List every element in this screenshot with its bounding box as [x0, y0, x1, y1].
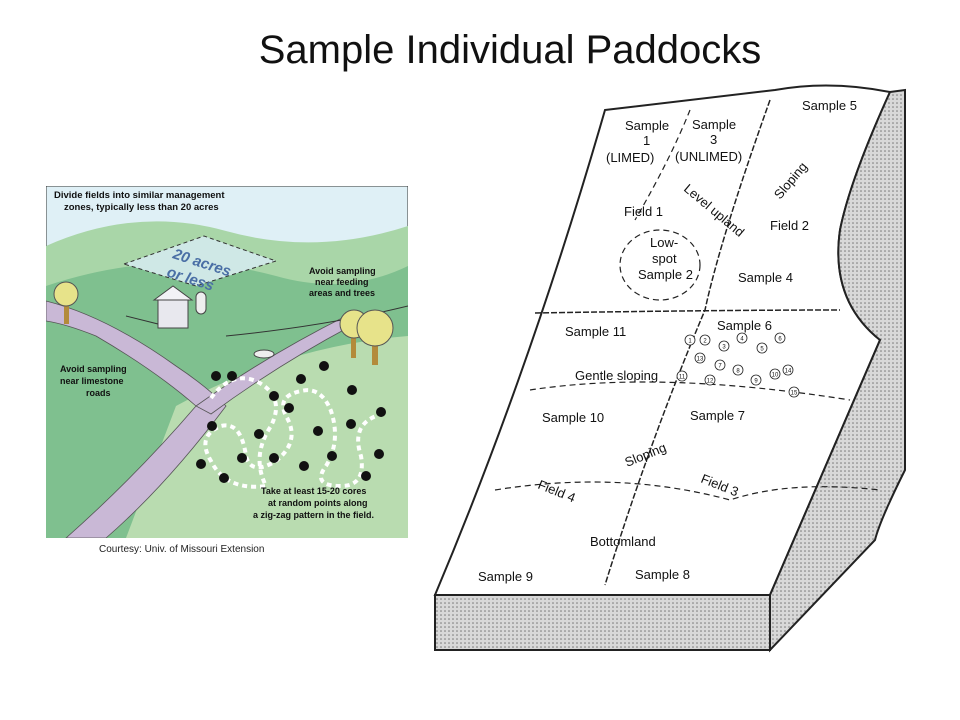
- label-lowspot-a: Low-: [650, 235, 678, 250]
- label-sample7: Sample 7: [690, 408, 745, 423]
- limestone-road: [46, 300, 227, 538]
- tree-left: [53, 281, 79, 324]
- barn: [152, 285, 207, 329]
- fence-line-vertical: [604, 99, 771, 586]
- callout-feed-3: areas and trees: [309, 288, 375, 298]
- label-sample8: Sample 8: [635, 567, 690, 582]
- core-circles: [676, 332, 800, 398]
- label-sample3-b: 3: [710, 132, 717, 147]
- callout-road-3: roads: [86, 388, 111, 398]
- soil-sampling-illustration: 20 acres or less Divide fields into simi…: [46, 186, 408, 538]
- fence: [125, 305, 408, 337]
- label-sample1-a: Sample: [625, 118, 669, 133]
- core-points: [196, 361, 386, 483]
- label-sample5: Sample 5: [802, 98, 857, 113]
- callout-cores-3: a zig-zag pattern in the field.: [253, 510, 374, 520]
- label-sample10: Sample 10: [542, 410, 604, 425]
- core-number-label: 2: [703, 339, 707, 345]
- callout-divide-1: Divide fields into similar management: [54, 190, 225, 201]
- block-side: [769, 88, 906, 653]
- dashed-boundaries: [494, 109, 881, 501]
- callout-road-1: Avoid sampling: [60, 364, 127, 374]
- core-number-label: 5: [760, 347, 764, 353]
- core-number-label: 6: [778, 337, 782, 343]
- label-lowspot-c: Sample 2: [638, 267, 693, 282]
- label-sample4: Sample 4: [738, 270, 793, 285]
- callout-cores-2: at random points along: [268, 498, 368, 508]
- core-number-label: 10: [772, 373, 779, 379]
- field-block-diagram: Sample 5 Sample 1 (LIMED) Sample 3 (UNLI…: [433, 84, 906, 653]
- callout-cores-1: Take at least 15-20 cores: [261, 486, 366, 496]
- label-sample6: Sample 6: [717, 318, 772, 333]
- block-front: [434, 594, 771, 651]
- core-number-label: 12: [707, 379, 714, 385]
- callout-feed-1: Avoid sampling: [309, 266, 376, 276]
- core-number-label: 14: [785, 369, 792, 375]
- management-zone: [122, 235, 278, 287]
- label-bottomland: Bottomland: [590, 534, 656, 549]
- label-sample11: Sample 11: [565, 324, 626, 339]
- label-sample9: Sample 9: [478, 569, 533, 584]
- core-number-label: 7: [718, 364, 722, 370]
- core-number-label: 15: [791, 391, 798, 397]
- label-field2: Field 2: [770, 218, 809, 233]
- label-sample3-a: Sample: [692, 117, 736, 132]
- label-field1: Field 1: [624, 204, 663, 219]
- trees-right: [339, 309, 394, 365]
- label-sample3-c: (UNLIMED): [675, 149, 742, 164]
- feeder: [253, 349, 275, 359]
- courtesy-credit: Courtesy: Univ. of Missouri Extension: [99, 544, 265, 555]
- core-number-label: 1: [688, 339, 692, 345]
- core-number-label: 9: [754, 379, 758, 385]
- callout-feed-2: near feeding: [315, 277, 369, 287]
- callout-divide-2: zones, typically less than 20 acres: [64, 202, 219, 213]
- label-sample1-b: 1: [643, 133, 650, 148]
- core-number-label: 11: [679, 375, 686, 381]
- core-number-label: 8: [736, 369, 740, 375]
- core-number-label: 4: [740, 337, 744, 343]
- label-gentle-sloping: Gentle sloping: [575, 368, 658, 383]
- callout-road-2: near limestone: [60, 376, 124, 386]
- label-lowspot-b: spot: [652, 251, 677, 266]
- page-title: Sample Individual Paddocks: [258, 28, 762, 72]
- fence-line-horizontal: [534, 309, 841, 314]
- core-number-label: 3: [722, 345, 726, 351]
- label-sample1-c: (LIMED): [606, 150, 654, 165]
- core-number-label: 13: [697, 357, 704, 363]
